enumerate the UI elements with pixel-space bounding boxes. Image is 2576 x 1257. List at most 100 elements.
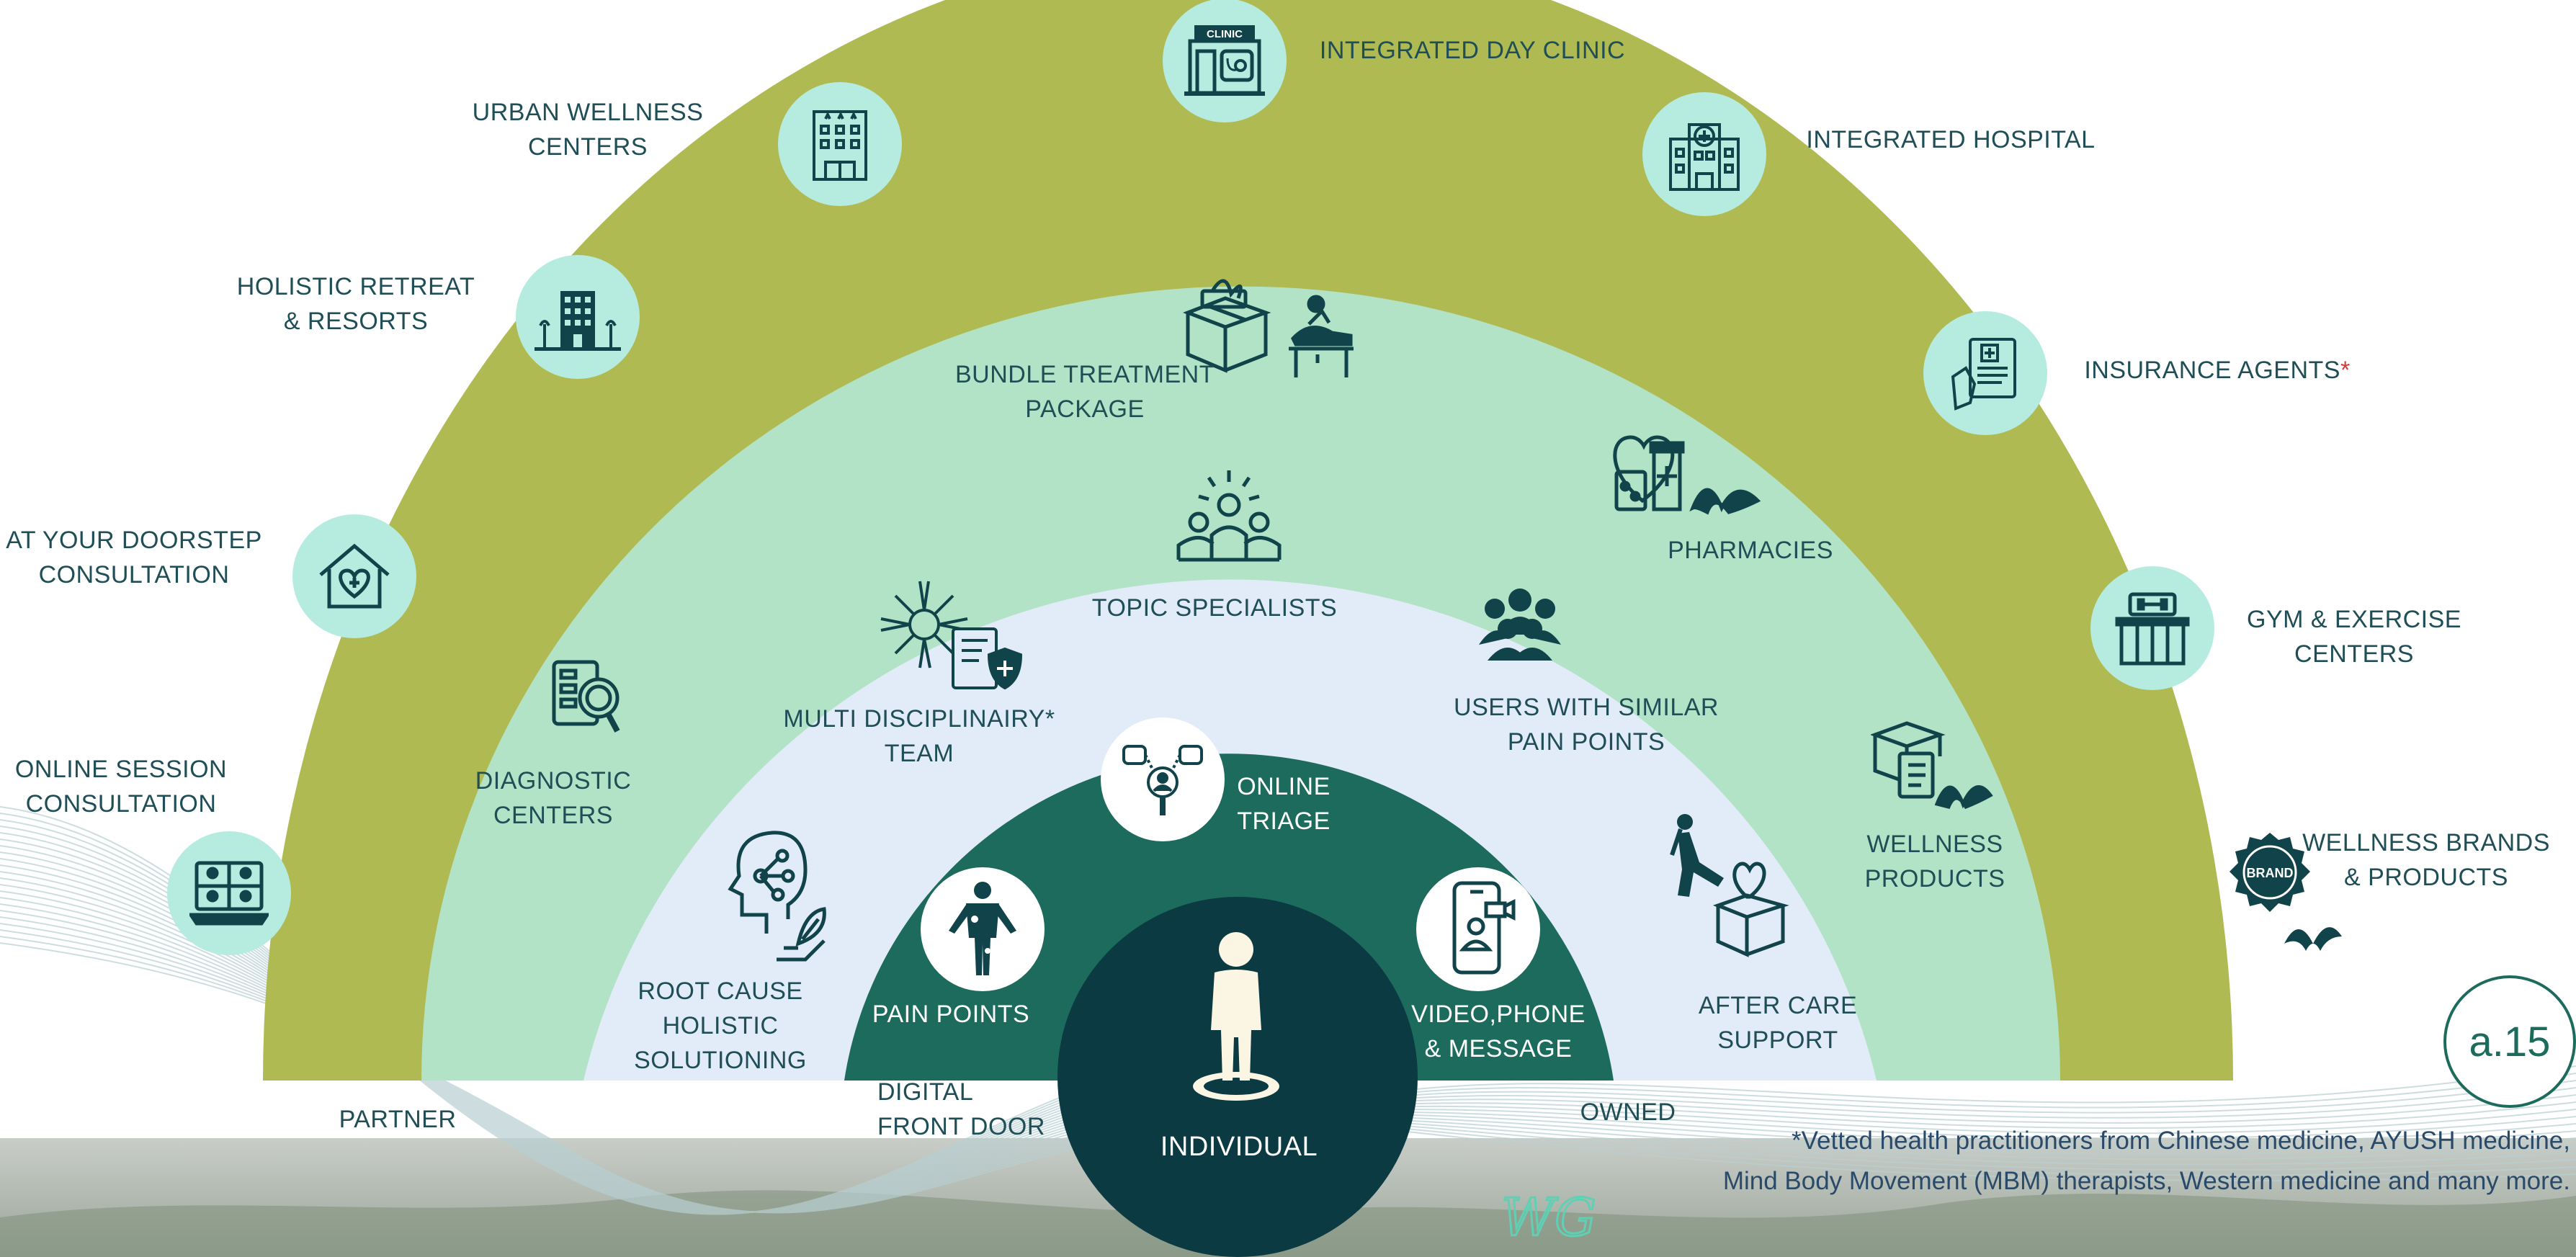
slide-number-badge: a.15 bbox=[2443, 975, 2576, 1108]
digital-online-triage[interactable] bbox=[1101, 717, 1225, 841]
gym-icon bbox=[2115, 592, 2190, 666]
flow-line bbox=[1368, 1109, 2576, 1140]
flow-line bbox=[1368, 1124, 2576, 1176]
label-line: HOLISTIC bbox=[662, 1012, 779, 1039]
flow-line bbox=[1368, 1080, 2576, 1114]
digital-pain-points[interactable] bbox=[921, 867, 1045, 991]
flow-line bbox=[0, 923, 1153, 1213]
label-line: ONLINE bbox=[1237, 773, 1331, 800]
owned-pharmacies[interactable] bbox=[1606, 421, 1765, 515]
feature-after-care[interactable] bbox=[1668, 812, 1790, 963]
flow-line bbox=[1368, 1094, 2576, 1124]
owned-wellness-products-label: WELLNESS PRODUCTS bbox=[1865, 827, 2005, 896]
asterisk-mark: * bbox=[2340, 357, 2351, 384]
diagnostic-icon bbox=[552, 660, 620, 733]
digital-video-phone[interactable] bbox=[1416, 867, 1540, 991]
flow-line bbox=[1368, 1111, 2576, 1145]
footnote-line1: *Vetted health practitioners from Chines… bbox=[1791, 1127, 2570, 1155]
partner-hospital-label: INTEGRATED HOSPITAL bbox=[1806, 126, 2096, 153]
feature-multidisciplinary-team[interactable] bbox=[874, 574, 1025, 697]
feature-topic-specialists[interactable] bbox=[1171, 466, 1287, 574]
gift-massage-icon bbox=[1183, 279, 1354, 377]
label-line: WELLNESS BRANDS bbox=[2302, 829, 2550, 856]
digital-video-phone-label: VIDEO,PHONE & MESSAGE bbox=[1411, 997, 1586, 1066]
clinic-sign-text: CLINIC bbox=[1207, 28, 1243, 40]
triage-icon bbox=[1122, 745, 1203, 815]
flow-line bbox=[1368, 1122, 2576, 1171]
partner-gym-label: GYM & EXERCISE CENTERS bbox=[2247, 602, 2461, 671]
partner-insurance[interactable] bbox=[1923, 311, 2047, 435]
flow-line bbox=[1368, 1116, 2576, 1155]
label-line: PACKAGE bbox=[1025, 395, 1145, 423]
partner-wellness-brands[interactable]: BRAND bbox=[2212, 828, 2349, 958]
flow-line bbox=[0, 929, 1153, 1213]
home-care-icon bbox=[319, 543, 390, 609]
owned-wellness-products[interactable] bbox=[1871, 713, 1993, 814]
label-line: VIDEO,PHONE bbox=[1411, 1001, 1586, 1028]
label-line: & MESSAGE bbox=[1424, 1035, 1573, 1063]
label-line: CENTERS bbox=[493, 802, 613, 829]
partner-urban-wellness-label: URBAN WELLNESS CENTERS bbox=[473, 95, 704, 164]
label-line: HOLISTIC RETREAT bbox=[236, 273, 475, 300]
label-line: PAIN POINTS bbox=[1507, 728, 1665, 756]
partner-online-session-label: ONLINE SESSION CONSULTATION bbox=[15, 752, 227, 821]
label-line: AFTER CARE bbox=[1698, 992, 1858, 1019]
person-icon bbox=[1189, 929, 1283, 1102]
partner-doorstep[interactable] bbox=[292, 514, 416, 638]
flow-line bbox=[1368, 1127, 2576, 1182]
label-line: WELLNESS bbox=[1866, 831, 2003, 858]
team-hands-icon bbox=[880, 581, 1023, 690]
insurance-document-icon bbox=[1951, 338, 2016, 411]
label-line: DIAGNOSTIC bbox=[475, 767, 632, 795]
owned-diagnostic[interactable] bbox=[548, 656, 627, 735]
flow-line bbox=[1368, 1087, 2576, 1119]
label-line: URBAN WELLNESS bbox=[472, 99, 704, 126]
partner-hospital[interactable] bbox=[1642, 92, 1766, 216]
partner-online-session[interactable] bbox=[167, 831, 291, 955]
feature-similar-users[interactable] bbox=[1473, 584, 1567, 663]
label-line: INSURANCE AGENTS bbox=[2084, 357, 2340, 384]
feature-root-cause-label: ROOT CAUSE HOLISTIC SOLUTIONING bbox=[634, 974, 807, 1078]
digital-online-triage-label: ONLINE TRIAGE bbox=[1237, 769, 1331, 838]
feature-root-cause[interactable] bbox=[697, 826, 827, 970]
owned-pharmacies-label: PHARMACIES bbox=[1668, 537, 1833, 564]
head-network-icon bbox=[728, 831, 826, 962]
flow-line bbox=[1368, 1065, 2576, 1104]
wg-logo-icon: WG bbox=[1501, 1186, 1598, 1249]
footnote-line2: Mind Body Movement (MBM) therapists, Wes… bbox=[1722, 1167, 2570, 1195]
partner-urban-wellness[interactable] bbox=[778, 82, 902, 206]
owned-diagnostic-label: DIAGNOSTIC CENTERS bbox=[475, 764, 632, 833]
partner-gym[interactable] bbox=[2090, 566, 2214, 690]
label-line: BUNDLE TREATMENT bbox=[954, 361, 1215, 388]
flow-line bbox=[0, 910, 1153, 1213]
owned-bundle-treatment[interactable] bbox=[1181, 269, 1361, 385]
flow-line bbox=[1368, 1105, 2576, 1135]
zone-label-digital-line1: DIGITAL bbox=[877, 1078, 974, 1106]
specialist-group-icon bbox=[1176, 470, 1282, 562]
flow-line bbox=[0, 936, 1153, 1214]
label-line: TEAM bbox=[884, 740, 954, 767]
flow-line bbox=[1368, 1101, 2576, 1129]
brand-seal-icon: BRAND bbox=[2230, 833, 2342, 951]
label-line: MULTI DISCIPLINAIRY* bbox=[783, 705, 1055, 733]
phone-video-icon bbox=[1452, 881, 1516, 975]
flow-line bbox=[1368, 1073, 2576, 1109]
partner-day-clinic[interactable]: CLINIC bbox=[1163, 0, 1287, 122]
community-icon bbox=[1479, 589, 1561, 661]
partner-retreat[interactable] bbox=[516, 255, 640, 379]
partner-retreat-label: HOLISTIC RETREAT & RESORTS bbox=[237, 269, 475, 339]
label-line: & PRODUCTS bbox=[2344, 864, 2508, 891]
wellness-products-icon bbox=[1871, 721, 1993, 810]
footnote: *Vetted health practitioners from Chines… bbox=[1723, 1121, 2570, 1202]
label-line: PRODUCTS bbox=[1864, 865, 2005, 893]
feature-similar-users-label: USERS WITH SIMILAR PAIN POINTS bbox=[1454, 690, 1719, 759]
pharmacy-icon bbox=[1613, 435, 1761, 515]
individual-label: INDIVIDUAL bbox=[1160, 1132, 1318, 1162]
label-line: CENTERS bbox=[528, 133, 648, 161]
feature-topic-specialists-label: TOPIC SPECIALISTS bbox=[1091, 594, 1338, 622]
feature-multidisciplinary-team-label: MULTI DISCIPLINAIRY* TEAM bbox=[783, 702, 1055, 771]
video-call-icon bbox=[189, 861, 269, 926]
label-line: SUPPORT bbox=[1717, 1026, 1838, 1054]
feature-after-care-label: AFTER CARE SUPPORT bbox=[1699, 988, 1857, 1057]
